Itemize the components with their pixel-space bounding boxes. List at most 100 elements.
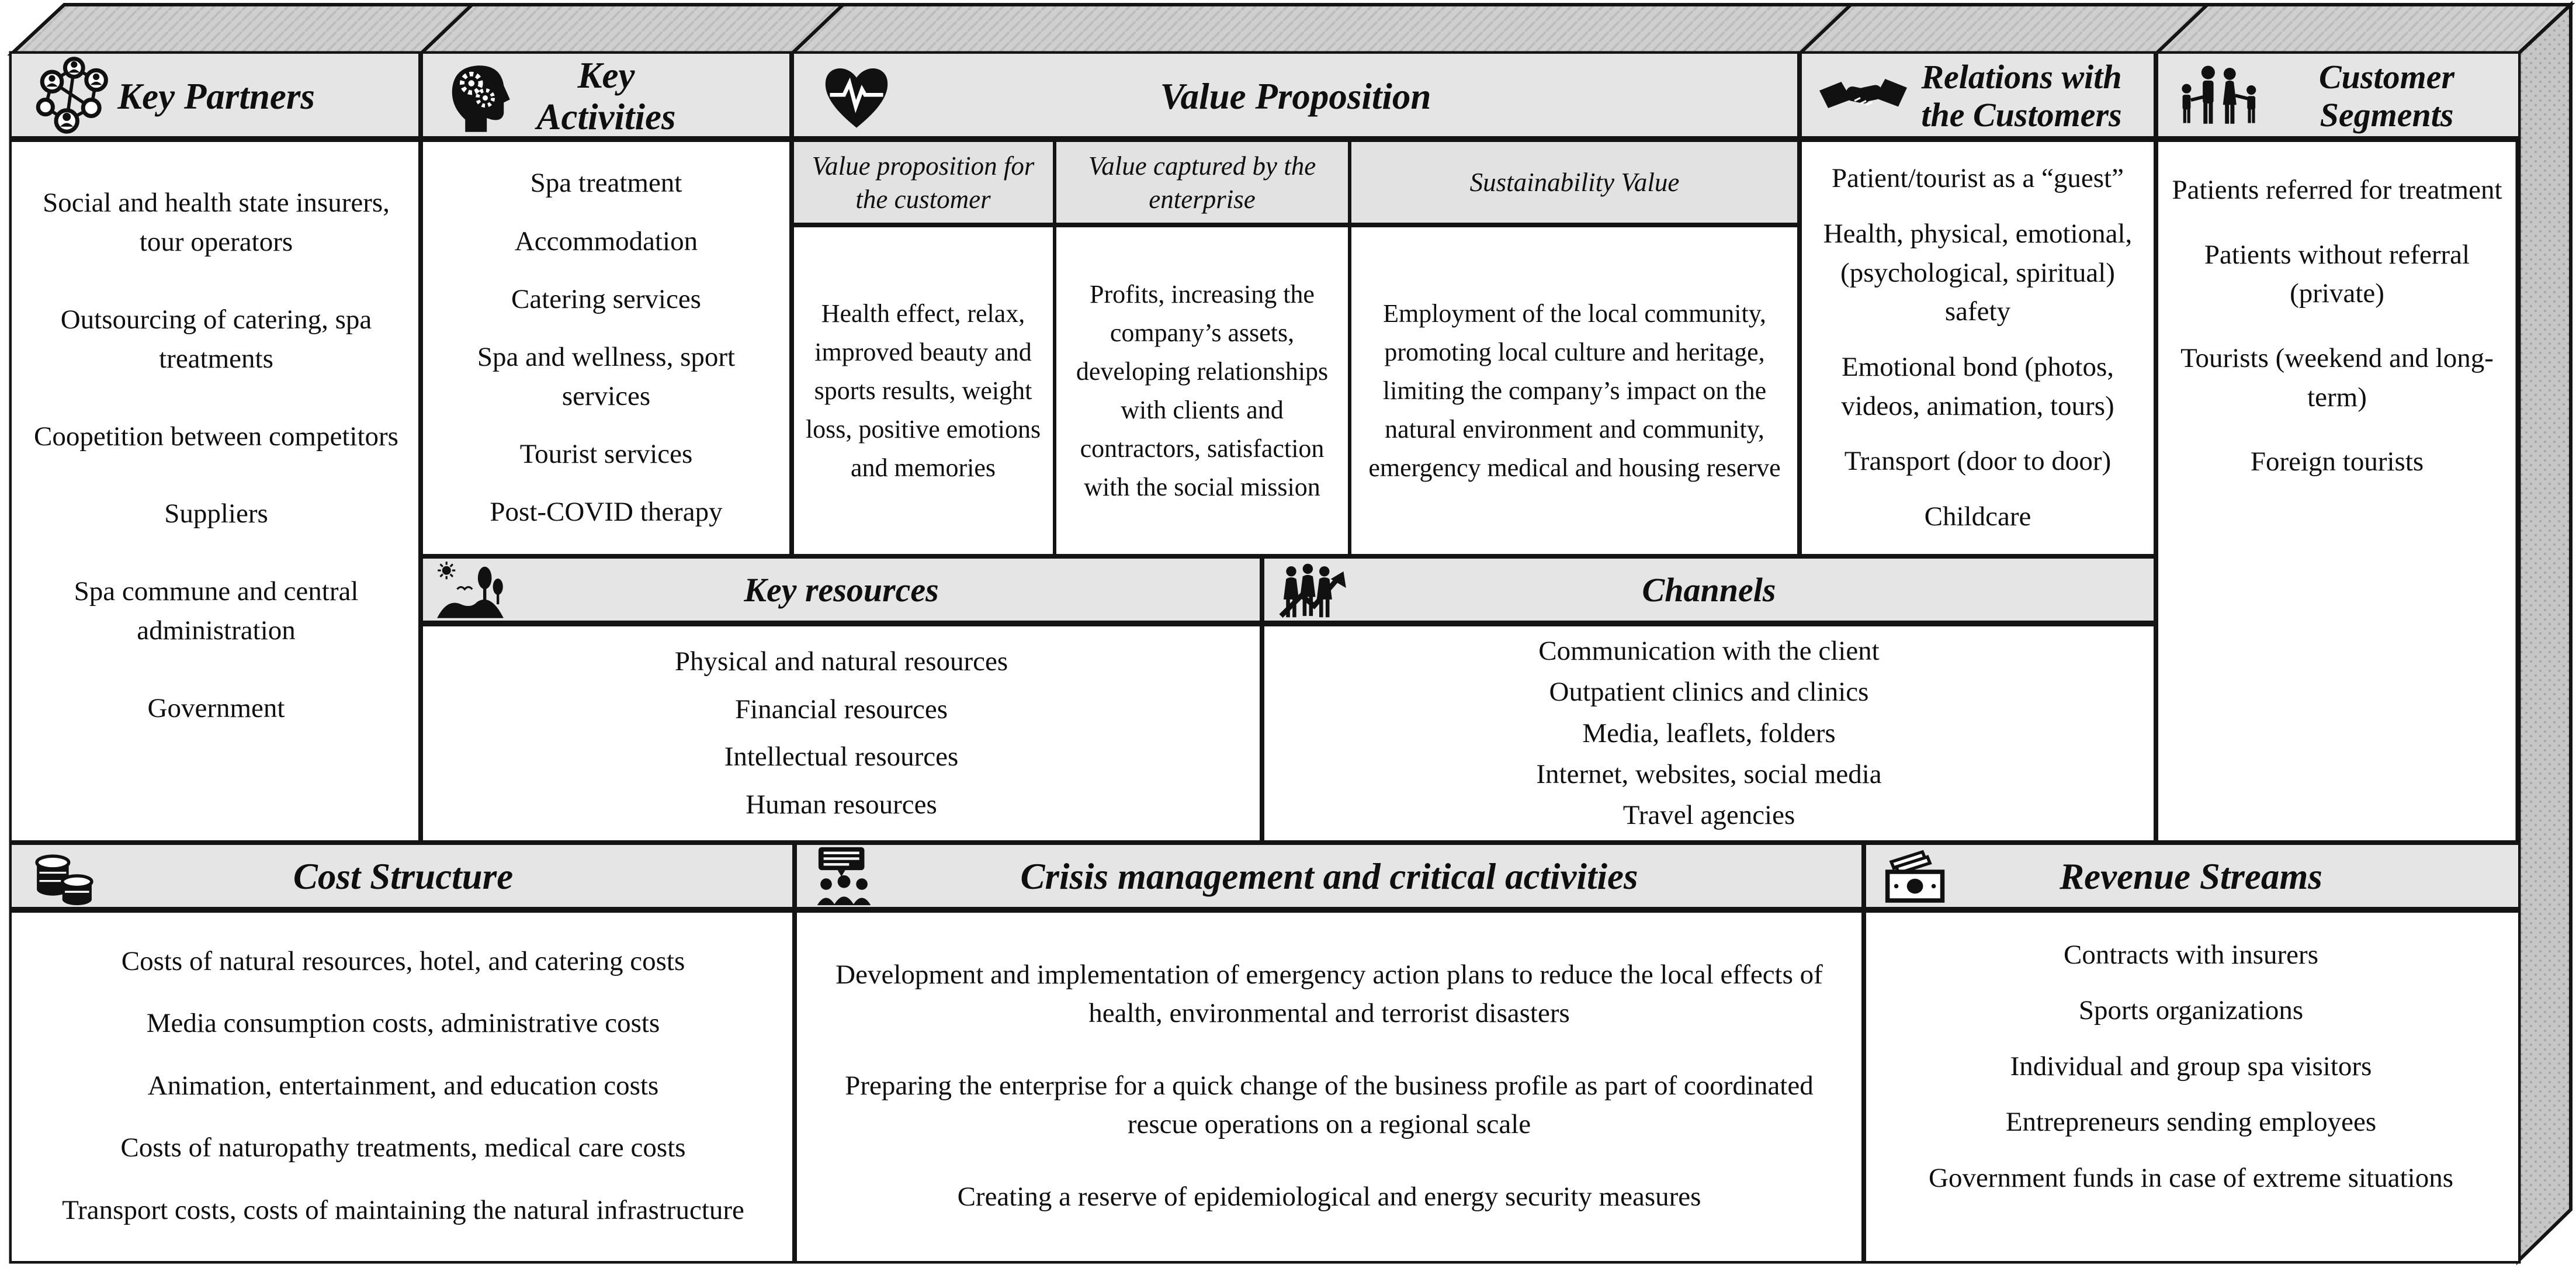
list-item: Spa commune and central administration <box>74 576 359 646</box>
divider <box>792 843 797 1261</box>
handshake-icon <box>1819 66 1907 127</box>
section-title: Cost Structure <box>293 855 514 897</box>
list-item: Tourists (weekend and long-term) <box>2180 342 2494 413</box>
vp-customer-body: Health effect, relax, improved beauty an… <box>792 225 1055 556</box>
list-item: Patients without referral (private) <box>2204 239 2470 309</box>
section-title: Relations with the Customers <box>1921 58 2122 134</box>
header-revenue-streams: Revenue Streams <box>1864 843 2518 910</box>
list-item: Patient/tourist as a “guest” <box>1832 163 2124 194</box>
list-item: Tourist services <box>519 438 693 469</box>
list-item: Coopetition between competitors <box>34 421 398 452</box>
list-item: Human resources <box>746 789 937 820</box>
revenue-streams-body: Contracts with insurers Sports organizat… <box>1864 910 2518 1261</box>
network-people-icon <box>32 56 113 137</box>
header-channels: Channels <box>1262 556 2156 624</box>
list-item: Transport costs, costs of maintaining th… <box>62 1194 744 1225</box>
header-key-activities: Key Activities <box>421 54 792 139</box>
list-item: Social and health state insurers, tour o… <box>43 188 390 257</box>
section-title: Crisis management and critical activitie… <box>1020 855 1638 897</box>
list-item: Spa and wellness, sport services <box>477 341 736 411</box>
heart-pulse-icon <box>817 57 896 136</box>
channels-body: Communication with the client Outpatient… <box>1262 624 2156 843</box>
divider <box>12 907 2518 913</box>
key-activities-body: Spa treatment Accommodation Catering ser… <box>421 139 792 556</box>
list-item: Creating a reserve of epidemiological an… <box>957 1181 1701 1212</box>
divider <box>2154 54 2158 843</box>
list-item: Suppliers <box>164 498 268 529</box>
list-item: Costs of naturopathy treatments, medical… <box>120 1132 686 1163</box>
list-item: Media consumption costs, administrative … <box>146 1008 660 1039</box>
section-title: Value Proposition <box>1160 75 1431 117</box>
list-item: Entrepreneurs sending employees <box>2005 1107 2377 1138</box>
subheader-vp-sustainability: Sustainability Value <box>1350 140 1800 225</box>
divider <box>12 136 2518 142</box>
divider <box>1861 843 1866 1261</box>
list-item: Foreign tourists <box>2250 446 2424 477</box>
people-arrow-icon <box>1277 560 1347 621</box>
list-item: Physical and natural resources <box>674 646 1008 677</box>
head-gears-icon <box>441 58 518 135</box>
divider <box>421 554 2156 559</box>
list-item: Contracts with insurers <box>2064 939 2318 970</box>
vp-enterprise-text: Profits, increasing the company’s assets… <box>1076 279 1329 501</box>
list-item: Intellectual resources <box>724 742 959 772</box>
list-item: Individual and group spa visitors <box>2010 1051 2372 1082</box>
coins-icon <box>29 844 99 909</box>
subheader-vp-enterprise: Value captured by the enterprise <box>1055 140 1350 225</box>
list-item: Financial resources <box>734 694 948 725</box>
section-title: Key Partners <box>117 75 315 117</box>
list-item: Government <box>147 693 285 723</box>
vp-customer-text: Health effect, relax, improved beauty an… <box>805 299 1041 482</box>
header-relations-with-customers: Relations with the Customers <box>1800 54 2156 139</box>
list-item: Government funds in case of extreme situ… <box>1929 1162 2453 1193</box>
presentation-people-icon <box>812 844 882 909</box>
vp-enterprise-body: Profits, increasing the company’s assets… <box>1055 225 1350 556</box>
section-title: Customer Segments <box>2318 58 2455 134</box>
header-cost-structure: Cost Structure <box>12 843 795 910</box>
list-item: Post-COVID therapy <box>490 496 723 527</box>
subheader-label: Value captured by the enterprise <box>1088 151 1316 214</box>
list-item: Outsourcing of catering, spa treatments <box>60 304 372 374</box>
header-key-resources: Key resources <box>421 556 1262 624</box>
divider <box>12 840 2518 845</box>
subheader-label: Sustainability Value <box>1469 168 1680 198</box>
divider <box>1797 54 1802 556</box>
vp-sustainability-text: Employment of the local community, promo… <box>1368 299 1781 482</box>
section-title: Key resources <box>744 570 939 609</box>
landscape-icon <box>436 560 505 621</box>
list-item: Accommodation <box>514 226 698 257</box>
divider <box>792 223 1800 227</box>
subheader-label: Value proposition for the customer <box>812 151 1035 214</box>
list-item: Patients referred for treatment <box>2172 174 2502 205</box>
list-item: Transport (door to door) <box>1844 446 2112 477</box>
divider <box>1260 556 1264 843</box>
divider <box>1053 140 1056 556</box>
header-customer-segments: Customer Segments <box>2156 54 2518 139</box>
section-title: Channels <box>1642 570 1776 609</box>
money-icon <box>1881 846 1956 907</box>
list-item: Outpatient clinics and clinics <box>1549 677 1869 708</box>
key-partners-body: Social and health state insurers, tour o… <box>12 139 421 843</box>
key-resources-body: Physical and natural resources Financial… <box>421 624 1262 843</box>
section-title: Revenue Streams <box>2060 855 2322 897</box>
list-item: Internet, websites, social media <box>1536 758 1882 789</box>
subheader-vp-customer: Value proposition for the customer <box>792 140 1055 225</box>
header-key-partners: Key Partners <box>12 54 421 139</box>
slab-right <box>2516 1 2572 1266</box>
header-value-proposition: Value Proposition <box>792 54 1800 139</box>
list-item: Emotional bond (photos, videos, animatio… <box>1841 351 2114 421</box>
list-item: Animation, entertainment, and education … <box>147 1070 659 1101</box>
list-item: Costs of natural resources, hotel, and c… <box>121 945 685 976</box>
list-item: Sports organizations <box>2078 995 2304 1026</box>
customer-segments-body: Patients referred for treatment Patients… <box>2156 139 2518 513</box>
divider <box>418 54 423 843</box>
divider <box>1348 140 1351 556</box>
vp-sustainability-body: Employment of the local community, promo… <box>1350 225 1800 556</box>
list-item: Travel agencies <box>1622 799 1795 830</box>
list-item: Catering services <box>511 283 701 314</box>
list-item: Health, physical, emotional, (psychologi… <box>1823 218 2133 327</box>
list-item: Preparing the enterprise for a quick cha… <box>845 1070 1814 1140</box>
list-item: Media, leaflets, folders <box>1582 718 1836 749</box>
relations-body: Patient/tourist as a “guest” Health, phy… <box>1800 139 2156 556</box>
